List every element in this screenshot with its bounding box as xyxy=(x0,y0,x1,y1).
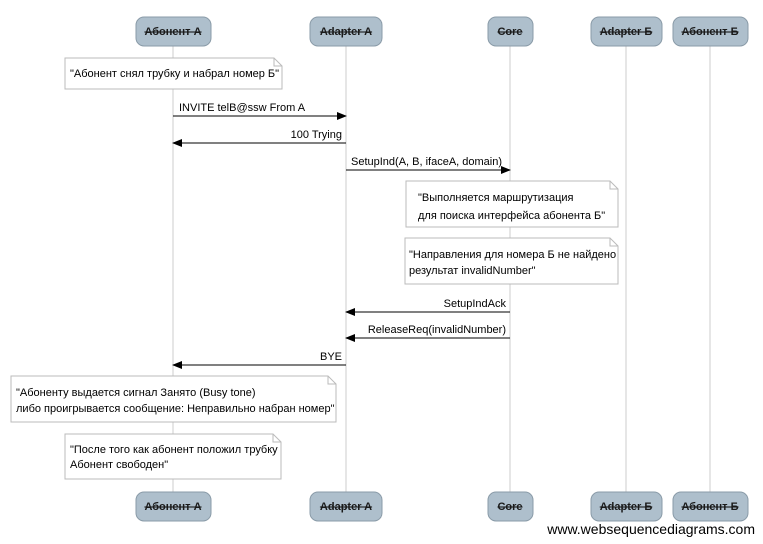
actor-abonent-b-top: Абонент Б xyxy=(672,16,749,47)
actor-label: Абонент Б xyxy=(681,501,738,513)
note-line: результат invalidNumber" xyxy=(409,265,536,277)
actor-label: Adapter A xyxy=(320,26,372,38)
note-line: для поиска интерфейса абонента Б" xyxy=(418,210,605,222)
actors-bottom: Абонент А Adapter A Core Adapter Б Абоне… xyxy=(135,491,749,522)
message-releasereq: ReleaseReq(invalidNumber) xyxy=(345,324,510,342)
note-line: Абонент свободен" xyxy=(70,459,168,471)
message-setupind: SetupInd(A, B, ifaceA, domain) xyxy=(346,156,511,174)
actor-adapter-a-bottom: Adapter A xyxy=(309,491,383,522)
message-bye: BYE xyxy=(172,351,346,369)
actor-label: Adapter A xyxy=(320,501,372,513)
actor-label: Core xyxy=(497,26,522,38)
actor-abonent-b-bottom: Абонент Б xyxy=(672,491,749,522)
note-1: "Абонент снял трубку и набрал номер Б" xyxy=(64,57,283,90)
note-5: "После того как абонент положил трубку А… xyxy=(64,433,282,480)
message-100-trying: 100 Trying xyxy=(172,129,346,147)
note-4: "Абоненту выдается сигнал Занято (Busy t… xyxy=(10,375,337,423)
note-line: либо проигрывается сообщение: Неправильн… xyxy=(16,403,335,415)
message-label: SetupIndAck xyxy=(444,298,507,310)
actor-label: Абонент А xyxy=(144,501,201,513)
note-line: "Направления для номера Б не найдено xyxy=(409,249,616,261)
note-line: "Абонент снял трубку и набрал номер Б" xyxy=(70,68,279,80)
message-label: INVITE telB@ssw From A xyxy=(179,102,306,114)
actor-adapter-b-bottom: Adapter Б xyxy=(590,491,663,522)
message-label: 100 Trying xyxy=(291,129,342,141)
message-label: BYE xyxy=(320,351,342,363)
actor-core-top: Core xyxy=(487,16,534,47)
actor-adapter-b-top: Adapter Б xyxy=(590,16,663,47)
actor-adapter-a-top: Adapter A xyxy=(309,16,383,47)
actor-label: Adapter Б xyxy=(600,26,653,38)
note-line: "После того как абонент положил трубку xyxy=(70,444,278,456)
actor-abonent-a-bottom: Абонент А xyxy=(135,491,212,522)
message-setupindack: SetupIndAck xyxy=(345,298,510,316)
actor-abonent-a-top: Абонент А xyxy=(135,16,212,47)
note-2: "Выполняется маршрутизация для поиска ин… xyxy=(405,180,619,228)
note-line: "Выполняется маршрутизация xyxy=(418,192,574,204)
note-line: "Абоненту выдается сигнал Занято (Busy t… xyxy=(16,387,256,399)
footer-watermark: www.websequencediagrams.com xyxy=(546,521,755,537)
note-3: "Направления для номера Б не найдено рез… xyxy=(404,237,619,285)
message-label: ReleaseReq(invalidNumber) xyxy=(368,324,506,336)
actor-label: Adapter Б xyxy=(600,501,653,513)
actor-label: Core xyxy=(497,501,522,513)
actors-top: Абонент А Adapter A Core Adapter Б Абоне… xyxy=(135,16,749,47)
message-label: SetupInd(A, B, ifaceA, domain) xyxy=(351,156,502,168)
actor-label: Абонент А xyxy=(144,26,201,38)
message-invite: INVITE telB@ssw From A xyxy=(173,102,347,120)
actor-label: Абонент Б xyxy=(681,26,738,38)
actor-core-bottom: Core xyxy=(487,491,534,522)
